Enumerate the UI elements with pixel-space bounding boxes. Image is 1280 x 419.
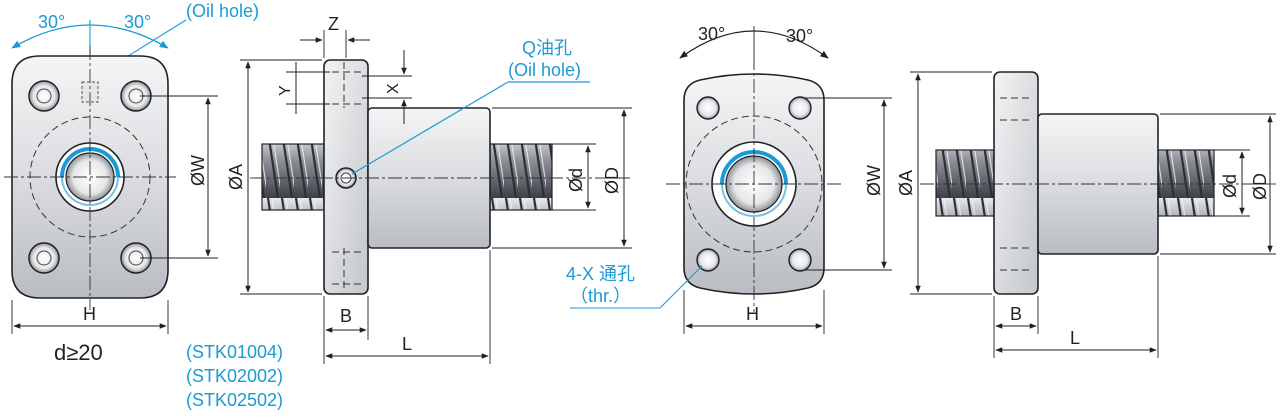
dim-b-label: B [340,306,352,326]
dim-d-small-label-2: Ød [1220,174,1240,198]
model-3: (STK02502) [186,390,283,410]
flange-hidden-holes [332,62,362,292]
hole-note-sub: （thr.） [570,286,631,306]
dim-w-label: ØW [188,155,208,186]
dim-d-big-label: ØD [602,167,622,194]
oil-hole-note: (Oil hole) [186,1,259,21]
dim-y-label: Y [277,85,294,96]
dim-l-label: L [402,334,412,354]
bore-seal-bottom [61,176,119,206]
flange-hidden-holes-2 [1000,97,1032,271]
angle-left-label: 30° [38,12,65,32]
dim-d-small-label: Ød [566,168,586,192]
dim-a-label: ØA [226,164,246,190]
mount-holes [28,80,152,274]
model-1: (STK01004) [186,342,283,362]
screw-thread-right-2 [1157,149,1215,217]
flange-side-2 [993,71,1039,295]
left-side-view: Z Y X Q油孔 (Oil hole) ØA Ød ØD [186,14,632,410]
screw-thread-left [261,143,325,211]
dim-w-label-2: ØW [864,165,884,196]
hole-note: 4-X 通孔 [566,264,635,284]
right-side-view: ØA Ød ØD B L [896,71,1276,358]
oil-hole-leader-side [351,81,509,175]
screw-thread-left-2 [935,149,995,217]
screw-thread-right [489,143,553,211]
dim-h-label: H [83,304,96,324]
dim-b-label-2: B [1010,304,1022,324]
oil-subtitle: (Oil hole) [508,60,581,80]
right-front-view: 30° 30° ØW 4-X 通孔 （thr.） H [566,24,892,334]
angle-right-label-2: 30° [786,26,813,46]
dim-d-big-label-2: ØD [1250,173,1270,200]
angle-left-label-2: 30° [698,24,725,44]
model-2: (STK02002) [186,366,283,386]
dim-z-label: Z [328,14,339,34]
left-front-view: 30° 30° (Oil hole) ØW [4,1,259,365]
dim-a-label-2: ØA [896,170,916,196]
dim-x-label: X [385,83,402,94]
oil-title: Q油孔 [522,38,572,58]
dim-l-label-2: L [1070,328,1080,348]
mount-holes-2 [696,96,812,272]
angle-right-label: 30° [124,12,151,32]
dim-h-label-2: H [746,304,759,324]
size-note: d≥20 [54,340,103,365]
